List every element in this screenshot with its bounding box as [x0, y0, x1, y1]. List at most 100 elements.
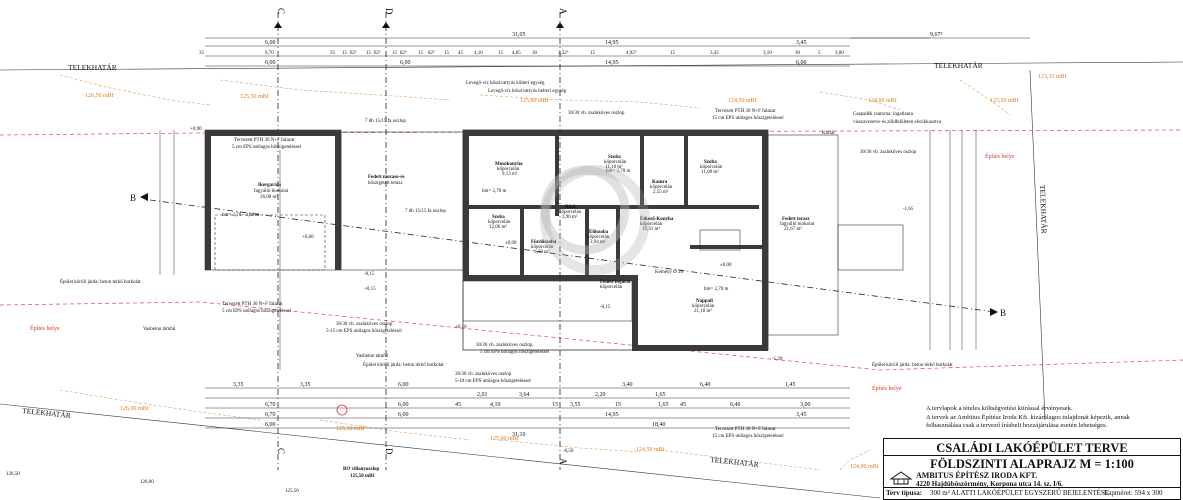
dim-top-r2-3: 3,45	[796, 40, 807, 46]
level-mark-11: -0,15	[600, 305, 611, 310]
dim-top-r3-6: 82⁵	[374, 50, 381, 56]
height-living: bm= 2,70 m	[704, 287, 728, 292]
level-mark-5: +0,15	[364, 287, 376, 292]
right-dimension-lines	[929, 130, 977, 350]
dim-bot-r1-1: 3,35	[233, 382, 244, 388]
dim-top-r3-25: 3,00	[835, 51, 844, 56]
section-label-c-top: C	[276, 8, 286, 14]
level-mark-3: +0,60	[302, 235, 314, 240]
title-block: CSALÁDI LAKÓÉPÜLET TERVE FÖLDSZINTI ALAP…	[883, 438, 1181, 500]
dim-top-r3-7: 15	[392, 51, 398, 56]
note-line-2: A tervek az Ambitus Építész Iroda Kft. k…	[926, 413, 1130, 421]
dim-bot-r1-7: 3,40	[622, 382, 633, 388]
dim-top-r3-21: 3,45	[710, 51, 719, 56]
dim-top-r3-10: 82⁵	[428, 50, 435, 56]
contour-line-6	[59, 389, 261, 421]
building-site-line-top	[0, 129, 1183, 136]
note-line-1: A tervlapok a tételes költségvetési kiír…	[926, 405, 1073, 412]
room-name-terrace-covered: Fedett mozaso-és	[368, 175, 405, 180]
note-wall-top-2: 15 cm EPS utólagos hőszigeteléssel	[712, 116, 784, 121]
dim-bot-overall: 31,10	[512, 432, 526, 438]
dim-top-r3-0: 35	[199, 51, 205, 56]
note-wood-posts-2: 7 db 15/15 fa oszlop	[405, 209, 446, 214]
dim-top-r3-20: 15	[670, 51, 676, 56]
note-pole: BO villanyoszlop	[343, 467, 379, 472]
level-mark-8: -0,50	[563, 449, 574, 454]
east-pergola	[767, 134, 904, 336]
note-column-top: 30/30 vb. zsaluköves oszlop	[568, 111, 625, 116]
dim-top-r4-1: 6,00	[265, 60, 276, 66]
dim-top-r3-16: 30	[532, 51, 538, 56]
section-label-d-bottom: D	[384, 448, 394, 455]
contour-line-7	[319, 419, 471, 441]
section-label-a-bottom: A	[558, 458, 568, 465]
dim-top-r3-15: 4,05	[512, 51, 521, 56]
section-arrow-c-top	[274, 22, 282, 28]
site-label-2: Építés helye	[30, 324, 60, 332]
dim-bot-r3-3: 14,95	[605, 412, 619, 418]
plot-boundary-right	[1029, 69, 1046, 421]
contour-line-4	[819, 91, 901, 111]
level-label-9: 125,50 mBf	[336, 425, 365, 432]
note-column-right-1: 30/30 vb. zsaluköves oszlop	[860, 150, 917, 155]
level-label-12: 124,00 mBf	[850, 463, 879, 470]
dim-top-r3-19: 4,92⁵	[626, 50, 637, 56]
level-label-2: 125,50 mBf	[240, 93, 269, 100]
dim-bot-r3-2: 6,00	[398, 412, 409, 418]
dim-bot-r3-4: 3,45	[796, 412, 807, 418]
boundary-label-3: TELEKHATÁR	[22, 405, 72, 420]
height-garage: bm= 2,70 - 3,80 m	[222, 213, 259, 218]
section-label-a-top: A	[558, 8, 568, 15]
dim-bot-r2-2: 6,00	[398, 402, 409, 408]
room-name-room2: Szoba	[704, 160, 717, 165]
site-label-3: Építés helye	[872, 384, 902, 392]
dim-bot-r2-8: 1,65	[658, 402, 669, 408]
level-label-5: 124,00 mBf	[868, 97, 897, 104]
room-name-laundry: Mosókonyha	[495, 162, 523, 167]
dim-bot-r2-5: 15	[552, 402, 558, 408]
room-name-covered-terrace: Fedett terasz	[782, 217, 810, 222]
level-mark-7: -1,20	[772, 357, 783, 362]
note-retaining-wall-2: Vasbeton támfal	[356, 354, 389, 359]
note-column-south-4: 5-10 cm EPS utólagos hőszigeteléssel	[455, 379, 531, 384]
dim-bot-r2-3: 45	[455, 402, 461, 408]
note-walkway-right: Épület körüli járda: beton térkő burkola…	[872, 362, 953, 368]
utility-pole-icon	[336, 404, 348, 416]
contour-line-8	[499, 439, 641, 453]
site-label-1: Építés helye	[985, 152, 1015, 160]
title-block-type-label: Terv típusa:	[886, 489, 923, 497]
dim-top-r3-4: 82⁵	[350, 50, 357, 56]
contour-line-2	[219, 79, 451, 101]
level-label-8: 126,00 mBf	[120, 405, 149, 412]
dim-top-r3-12: 45	[458, 51, 464, 56]
room-area-kitchen: 19,31 m²	[642, 226, 660, 232]
room-sub-pantry: kőporcelán	[650, 185, 673, 190]
room-sub-terrace-covered: hőszigetelt terasz	[368, 181, 403, 186]
note-heatpump-in: Levegő-víz hőszivattyús belteri egység	[488, 89, 567, 94]
dim-top-r3-3: 15	[342, 51, 348, 56]
level-label-7: 123,35 mBf	[1038, 73, 1067, 80]
level-mark-10: ±0,00	[720, 263, 732, 268]
dim-top-r3-24: 5	[818, 51, 821, 56]
boundary-label-2: TELEKHATÁR	[934, 60, 983, 70]
room-sub-entrance: kőporcelán	[600, 285, 623, 290]
note-wall-garage-1: Tervezett PTH 30 N+F falazat	[234, 138, 295, 143]
room-name-living: Nappali	[696, 299, 714, 304]
dim-bot-r2-4: 4,10	[490, 402, 501, 408]
room-area-pantry: 2,55 m²	[653, 189, 669, 195]
dim-top-r3-11: 15	[444, 51, 450, 56]
dim-bot-r2-10: 6,40	[730, 402, 741, 408]
title-block-company: AMBITUS ÉPÍTÉSZ IRODA KFT.	[916, 471, 1038, 480]
contour-line-1	[59, 74, 211, 106]
section-label-b-left: B	[130, 193, 136, 203]
level-label-11: 124,50 mBf	[636, 446, 665, 453]
note-walkway-left: Épület körüli járda: beton térkő burkola…	[60, 279, 141, 285]
dim-top-r2-1: 6,00	[265, 40, 276, 46]
dim-top-r3-9: 15	[418, 51, 424, 56]
title-block-footer: Terv típusa: 300 m² ALATTI LAKÓÉPÜLET EG…	[884, 487, 1180, 499]
note-wall-left-1: Tervezett PTH 30 N+F falazat	[222, 302, 283, 307]
note-railing-1: Korlát	[822, 131, 835, 136]
dim-top-r3-13: 4,10	[474, 51, 483, 56]
dim-top-r3-1: 6,70	[265, 51, 274, 56]
plan-notes: A tervlapok a tételes költségvetési kiír…	[926, 405, 1176, 431]
